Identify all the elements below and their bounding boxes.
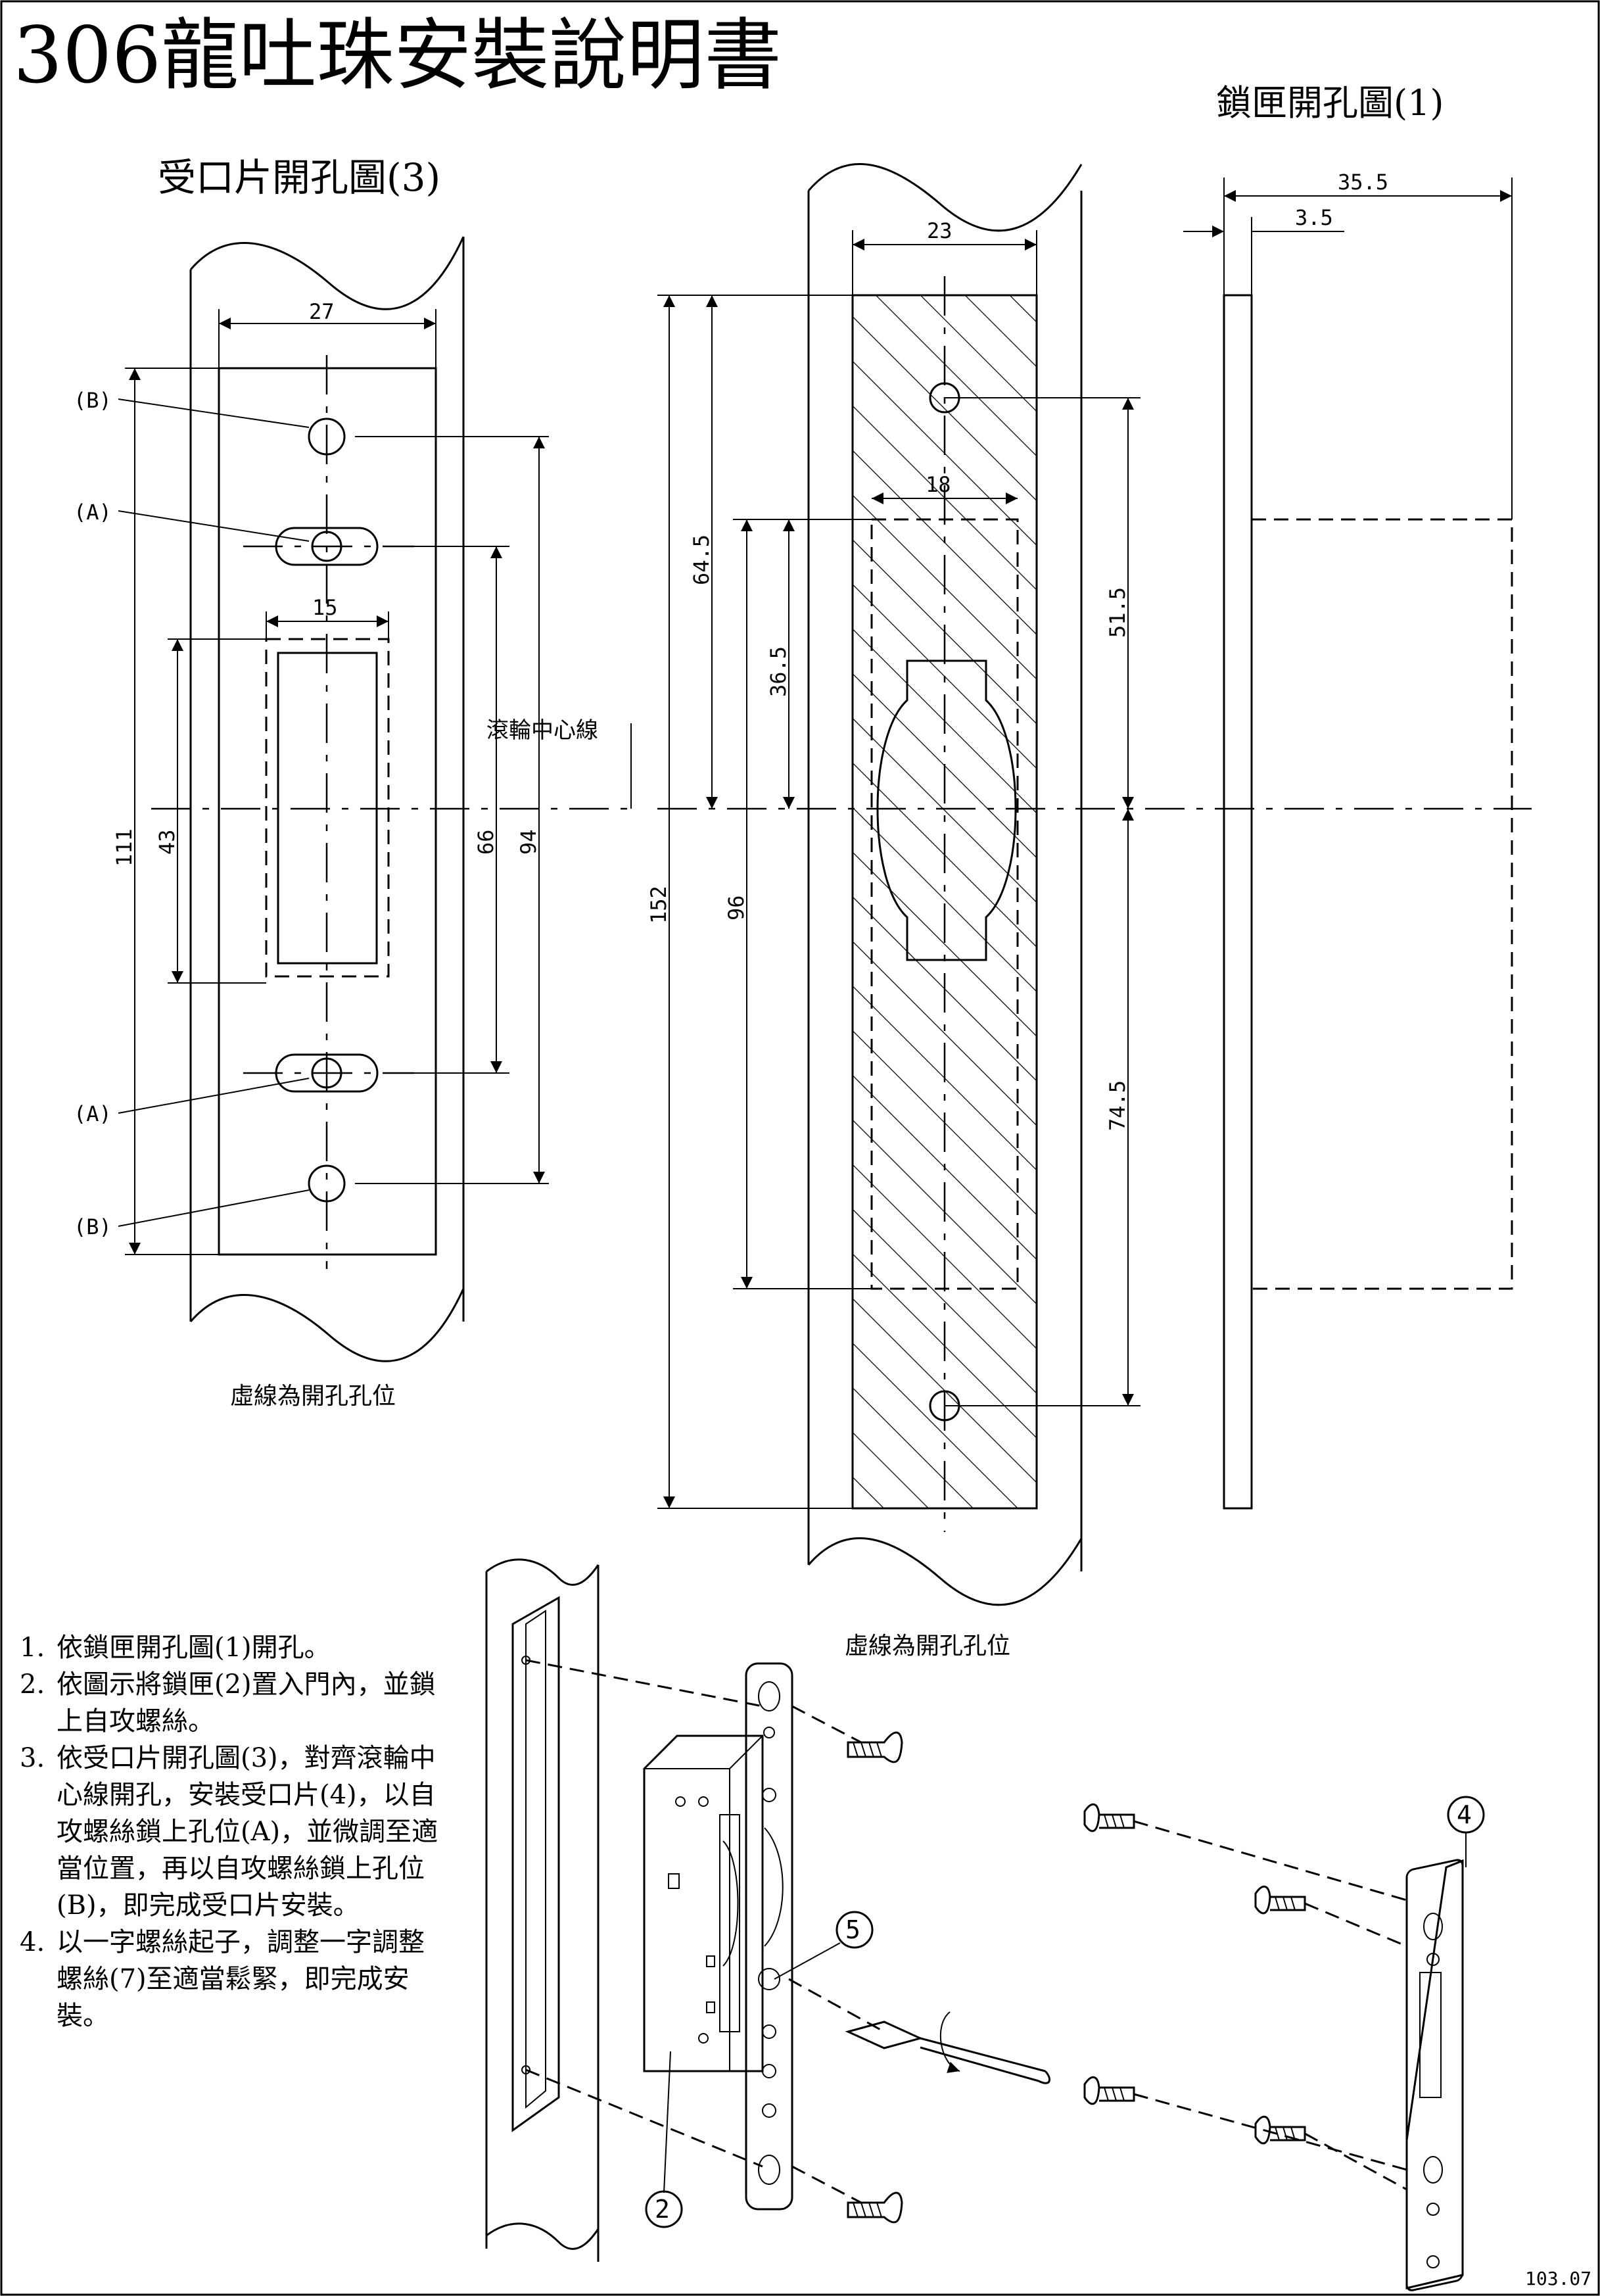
step-number: 4. [20,1927,45,1957]
label-b-bottom: (B) [74,1214,112,1239]
dim-a-pitch: 66 [473,829,498,855]
step-1: 1. 依鎖匣開孔圖(1)開孔。 [20,1629,440,1666]
svg-text:2: 2 [655,2195,670,2224]
label-a-top: (A) [74,500,112,525]
dim-body-upper: 36.5 [766,646,791,697]
strike-cutout-note: 虛線為開孔孔位 [230,1383,396,1410]
step-number: 1. [20,1633,45,1663]
screw-upper-left [847,1731,903,1763]
lock-cutout-title: 鎖匣開孔圖(1) [1216,82,1444,124]
exploded-assembly: 2 5 4 [485,1558,1485,2291]
installation-steps: 1. 依鎖匣開孔圖(1)開孔。 2. 依圖示將鎖匣(2)置入門內，並鎖上自攻螺絲… [20,1629,440,2034]
screw-upper-right-1 [1083,1803,1135,1832]
dim-slot-height: 43 [154,829,179,855]
dim-slot-width: 15 [312,595,338,620]
strike-opening-dashed [265,638,390,978]
lock-face-plate [745,1662,793,2211]
screwdriver [845,2011,1050,2084]
dim-plate-width: 23 [927,218,953,243]
step-text: 以一字螺絲起子，調整一字調整螺絲(7)至適當鬆緊，即完成安裝。 [57,1927,425,2031]
dim-strike-total: 111 [112,828,137,867]
lock-cutout-note: 虛線為開孔孔位 [845,1633,1010,1660]
step-text: 依鎖匣開孔圖(1)開孔。 [57,1633,331,1663]
label-a-bottom: (A) [74,1101,112,1126]
strike-plate-cutout-figure: 受口片開孔圖(3) (B) (A) (A) (B) 27 [74,155,632,1410]
hole-b-bottom [308,1164,346,1203]
dim-body: 96 [724,895,749,921]
dim-screw-lower: 74.5 [1105,1080,1130,1131]
lock-side-face [1223,294,1253,1510]
version-code: 103.07 [1525,2268,1591,2289]
screw-lower-right-1 [1083,2076,1135,2105]
step-4: 4. 以一字螺絲起子，調整一字調整螺絲(7)至適當鬆緊，即完成安裝。 [20,1924,440,2034]
step-text: 依受口片開孔圖(3)，對齊滾輪中心線開孔，安裝受口片(4)，以自攻螺絲鎖上孔位(… [57,1743,438,1921]
dim-body-width: 18 [926,472,951,497]
step-2: 2. 依圖示將鎖匣(2)置入門內，並鎖上自攻螺絲。 [20,1666,440,1740]
dim-lock-total: 152 [646,886,671,924]
hole-b-top [308,418,346,456]
lock-case-body [643,1734,764,2072]
screw-lower-left [847,2191,903,2224]
callout-4: 4 [1447,1796,1485,1867]
lock-case-cutout-figure: 鎖匣開孔圖(1) 23 18 35.5 3.5 1 [646,82,1532,1660]
dim-b-pitch: 94 [516,829,541,855]
label-b-top: (B) [74,388,112,413]
step-text: 依圖示將鎖匣(2)置入門內，並鎖上自攻螺絲。 [57,1669,436,1736]
dim-depth: 35.5 [1338,170,1388,195]
page-title: 306龍吐珠安裝說明書 [13,10,782,101]
dim-face-thickness: 3.5 [1295,205,1333,230]
dim-screw-upper: 51.5 [1105,587,1130,638]
strike-plate-part [1405,1859,1464,2291]
callout-2: 2 [645,2051,683,2228]
step-number: 2. [20,1669,45,1700]
screw-upper-right-2 [1254,1885,1306,1915]
roller-center-label: 滾輪中心線 [486,717,598,744]
roller-window [876,659,1017,961]
svg-text:5: 5 [845,1915,860,1944]
callout-5: 5 [774,1911,874,1980]
dim-upper: 64.5 [689,535,714,585]
strike-cutout-title: 受口片開孔圖(3) [158,155,440,200]
step-number: 3. [20,1743,45,1773]
dim-strike-width: 27 [309,299,335,324]
svg-text:4: 4 [1457,1800,1472,1829]
step-3: 3. 依受口片開孔圖(3)，對齊滾輪中心線開孔，安裝受口片(4)，以自攻螺絲鎖上… [20,1740,440,1924]
